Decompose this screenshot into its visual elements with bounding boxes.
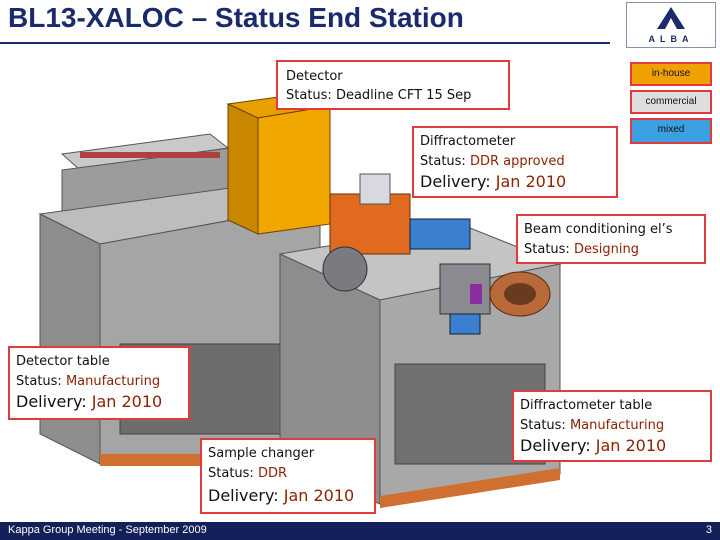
legend-mixed-label: mixed [657, 124, 685, 135]
detector-table-status-label: Status: [16, 374, 62, 389]
beam-conditioning-name: Beam conditioning el’s [524, 222, 673, 237]
detector-table-name: Detector table [16, 354, 110, 369]
diffractometer-callout: Diffractometer Status: DDR approved Deli… [412, 126, 618, 198]
diffractometer-status-value: DDR approved [469, 154, 565, 169]
beam-conditioning-status-line: Status: Designing [524, 240, 698, 260]
diffractometer-status-label: Status: [420, 154, 466, 169]
detector-callout: Detector Status: Deadline CFT 15 Sep [276, 60, 510, 110]
diffractometer-status-line: Status: DDR approved [420, 152, 610, 172]
sample-changer-delivery-label: Delivery: [208, 486, 279, 505]
detector-table-callout: Detector table Status: Manufacturing Del… [8, 346, 190, 420]
detector-table-status-line: Status: Manufacturing [16, 372, 182, 392]
alba-logo-mark-icon [657, 7, 685, 29]
detector-table-side [39, 213, 101, 465]
sample-changer-callout: Sample changer Status: DDR Delivery: Jan… [200, 438, 376, 514]
detector-table-delivery-value: Jan 2010 [91, 392, 163, 411]
sample-changer-name: Sample changer [208, 446, 315, 461]
diffractometer-table-delivery-line: Delivery: Jan 2010 [520, 436, 704, 456]
footer-meeting-label: Kappa Group Meeting - September 2009 [8, 524, 207, 536]
beam-conditioning-status-value: Designing [573, 242, 639, 257]
sample-changer-status-value: DDR [257, 466, 288, 481]
beam-element-body [439, 263, 491, 315]
detector-table-status-value: Manufacturing [65, 374, 161, 389]
goniometer-ring [322, 246, 368, 292]
detector-table-delivery-line: Delivery: Jan 2010 [16, 392, 182, 412]
legend-commercial-label: commercial [645, 96, 697, 107]
slide-title: BL13-XALOC – Status End Station [8, 2, 464, 33]
diffractometer-delivery-line: Delivery: Jan 2010 [420, 172, 610, 192]
diffractometer-delivery-value: Jan 2010 [495, 172, 567, 191]
beam-element-blue [449, 313, 481, 335]
diffractometer-blue-block [409, 218, 471, 250]
sample-changer-status-label: Status: [208, 466, 254, 481]
diffractometer-name: Diffractometer [420, 134, 516, 149]
diffractometer-table-delivery-value: Jan 2010 [595, 436, 667, 455]
red-rail [80, 152, 220, 158]
beam-element-bore [504, 283, 536, 305]
detector-status-label: Status: [286, 88, 332, 103]
diffractometer-table-delivery-label: Delivery: [520, 436, 591, 455]
diffractometer-head [359, 173, 391, 205]
detector-front [257, 105, 331, 235]
footer-bar: Kappa Group Meeting - September 2009 3 [0, 522, 720, 540]
logo-text: ALBA [648, 34, 694, 44]
legend-in-house-label: in-house [651, 68, 691, 79]
sample-changer-status-line: Status: DDR [208, 464, 368, 484]
beam-conditioning-status-label: Status: [524, 242, 570, 257]
beam-element-magenta [470, 284, 482, 304]
sample-changer-delivery-line: Delivery: Jan 2010 [208, 486, 368, 506]
detector-table-delivery-label: Delivery: [16, 392, 87, 411]
diffractometer-table-status-value: Manufacturing [569, 418, 665, 433]
diffractometer-table-base [380, 468, 560, 508]
sample-changer-delivery-value: Jan 2010 [283, 486, 355, 505]
title-divider [0, 42, 610, 44]
diffractometer-table-name: Diffractometer table [520, 398, 653, 413]
detector-status-value: Deadline CFT 15 Sep [335, 88, 472, 103]
diffractometer-delivery-label: Delivery: [420, 172, 491, 191]
beam-conditioning-callout: Beam conditioning el’s Status: Designing [516, 214, 706, 264]
detector-status-line: Status: Deadline CFT 15 Sep [286, 86, 500, 105]
diffractometer-table-status-label: Status: [520, 418, 566, 433]
alba-logo: ALBA [626, 2, 716, 48]
detector-name: Detector [286, 69, 343, 84]
legend-commercial: commercial [630, 90, 712, 114]
legend-mixed: mixed [630, 118, 712, 144]
legend-in-house: in-house [630, 62, 712, 86]
detector-side [227, 103, 259, 235]
page-number: 3 [705, 524, 712, 536]
diffractometer-table-callout: Diffractometer table Status: Manufacturi… [512, 390, 712, 462]
diffractometer-table-status-line: Status: Manufacturing [520, 416, 704, 436]
